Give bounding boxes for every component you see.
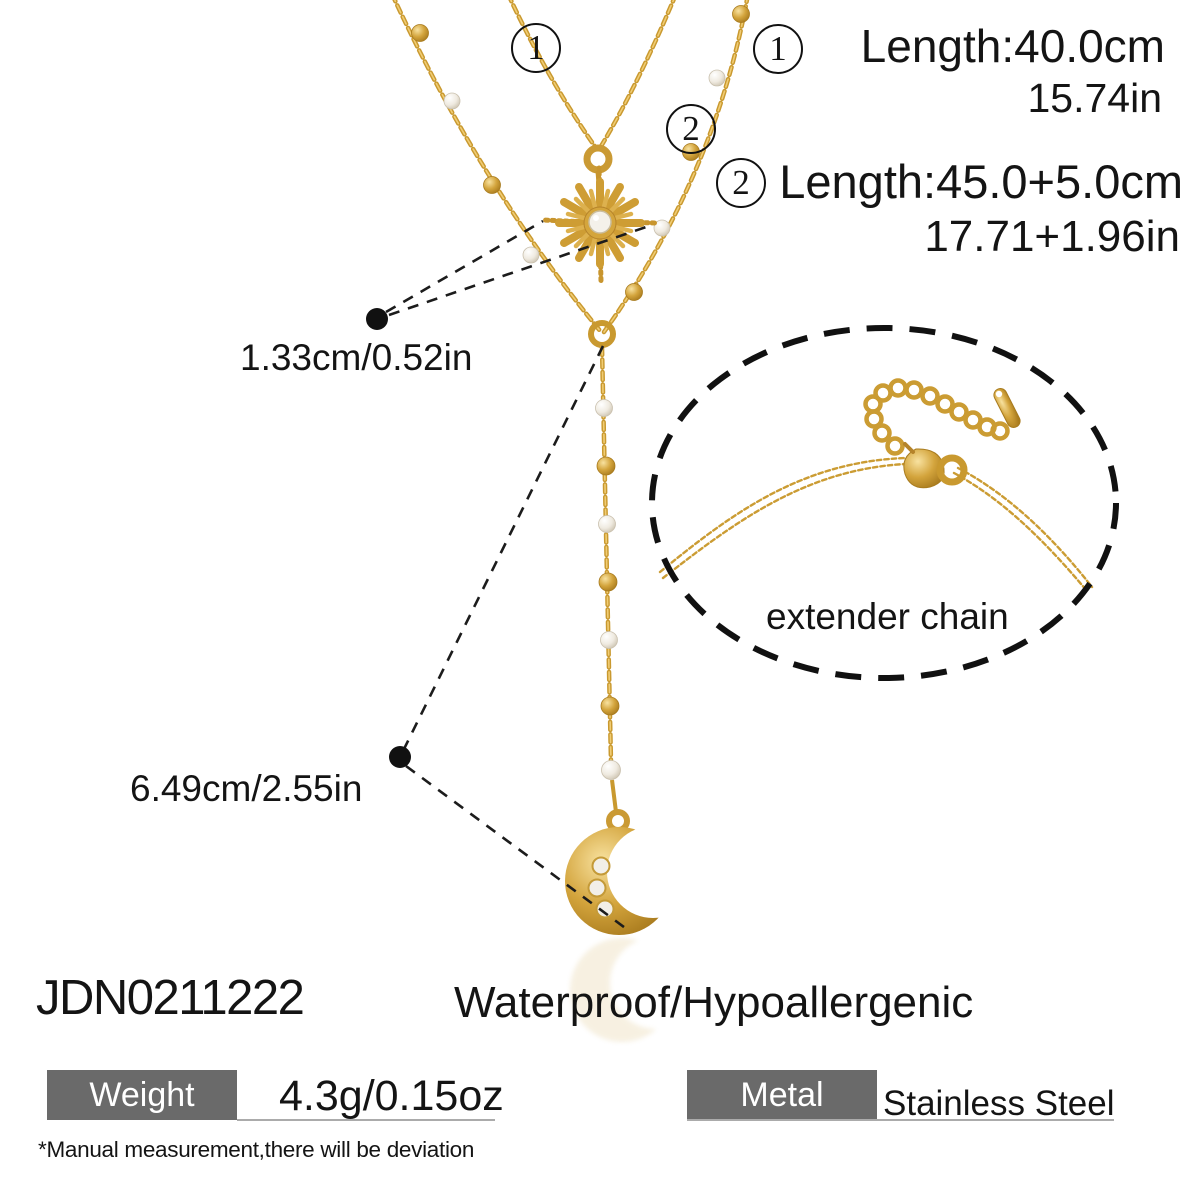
drop-chain bbox=[588, 320, 621, 813]
callout-chain-2: 2 bbox=[666, 104, 716, 154]
metal-label-box: Metal bbox=[687, 1070, 877, 1120]
metal-value: Stainless Steel bbox=[883, 1084, 1115, 1123]
inset-cable-chain bbox=[658, 456, 1094, 593]
callout-chain-1: 1 bbox=[511, 23, 561, 73]
moon-crescent bbox=[565, 827, 673, 935]
extender-tag bbox=[993, 388, 1021, 428]
product-sku: JDN0211222 bbox=[36, 971, 305, 1025]
legend-1-length-cm: Length:40.0cm bbox=[860, 20, 1165, 72]
measurement-disclaimer: *Manual measurement,there will be deviat… bbox=[38, 1137, 475, 1162]
extender-inset bbox=[649, 325, 1119, 681]
drop-length-label: 6.49cm/2.55in bbox=[130, 768, 363, 809]
measure-dot-pendant bbox=[366, 308, 388, 330]
weight-rule bbox=[237, 1119, 495, 1121]
callout-2-digit: 2 bbox=[682, 109, 700, 148]
legend-symbol-2: 2 bbox=[716, 158, 766, 208]
moon-reflection bbox=[570, 938, 674, 1042]
moon-pendant bbox=[565, 809, 674, 1042]
legend-1-length-in: 15.74in bbox=[1027, 75, 1162, 121]
metal-label: Metal bbox=[740, 1075, 824, 1114]
measure-dot-drop bbox=[389, 746, 411, 768]
sun-center-stone bbox=[588, 210, 612, 234]
metal-rule bbox=[687, 1119, 1114, 1121]
sun-pendant bbox=[540, 144, 660, 284]
weight-value: 4.3g/0.15oz bbox=[279, 1072, 504, 1120]
inset-dashed-ellipse bbox=[649, 325, 1119, 681]
moon-rhinestone bbox=[595, 899, 615, 919]
junction-ring bbox=[588, 320, 616, 348]
legend-symbol-1: 1 bbox=[753, 24, 803, 74]
inner-chain bbox=[508, 0, 676, 151]
callout-1-digit: 1 bbox=[527, 28, 545, 67]
outer-bead-chain bbox=[392, 0, 750, 335]
extender-curb-chain bbox=[863, 378, 1010, 456]
pendant-width-label: 1.33cm/0.52in bbox=[240, 337, 473, 378]
moon-rhinestone bbox=[587, 878, 607, 898]
legend-2-length-in: 17.71+1.96in bbox=[924, 212, 1180, 261]
legend-2-length-cm: Length:45.0+5.0cm bbox=[779, 155, 1183, 208]
weight-label-box: Weight bbox=[47, 1070, 237, 1120]
weight-label: Weight bbox=[89, 1075, 195, 1114]
measure-annotations bbox=[366, 219, 653, 932]
moon-rhinestone bbox=[591, 856, 611, 876]
lobster-clasp-icon bbox=[903, 442, 968, 489]
product-feature: Waterproof/Hypoallergenic bbox=[454, 978, 974, 1027]
extender-chain-label: extender chain bbox=[766, 596, 1009, 637]
